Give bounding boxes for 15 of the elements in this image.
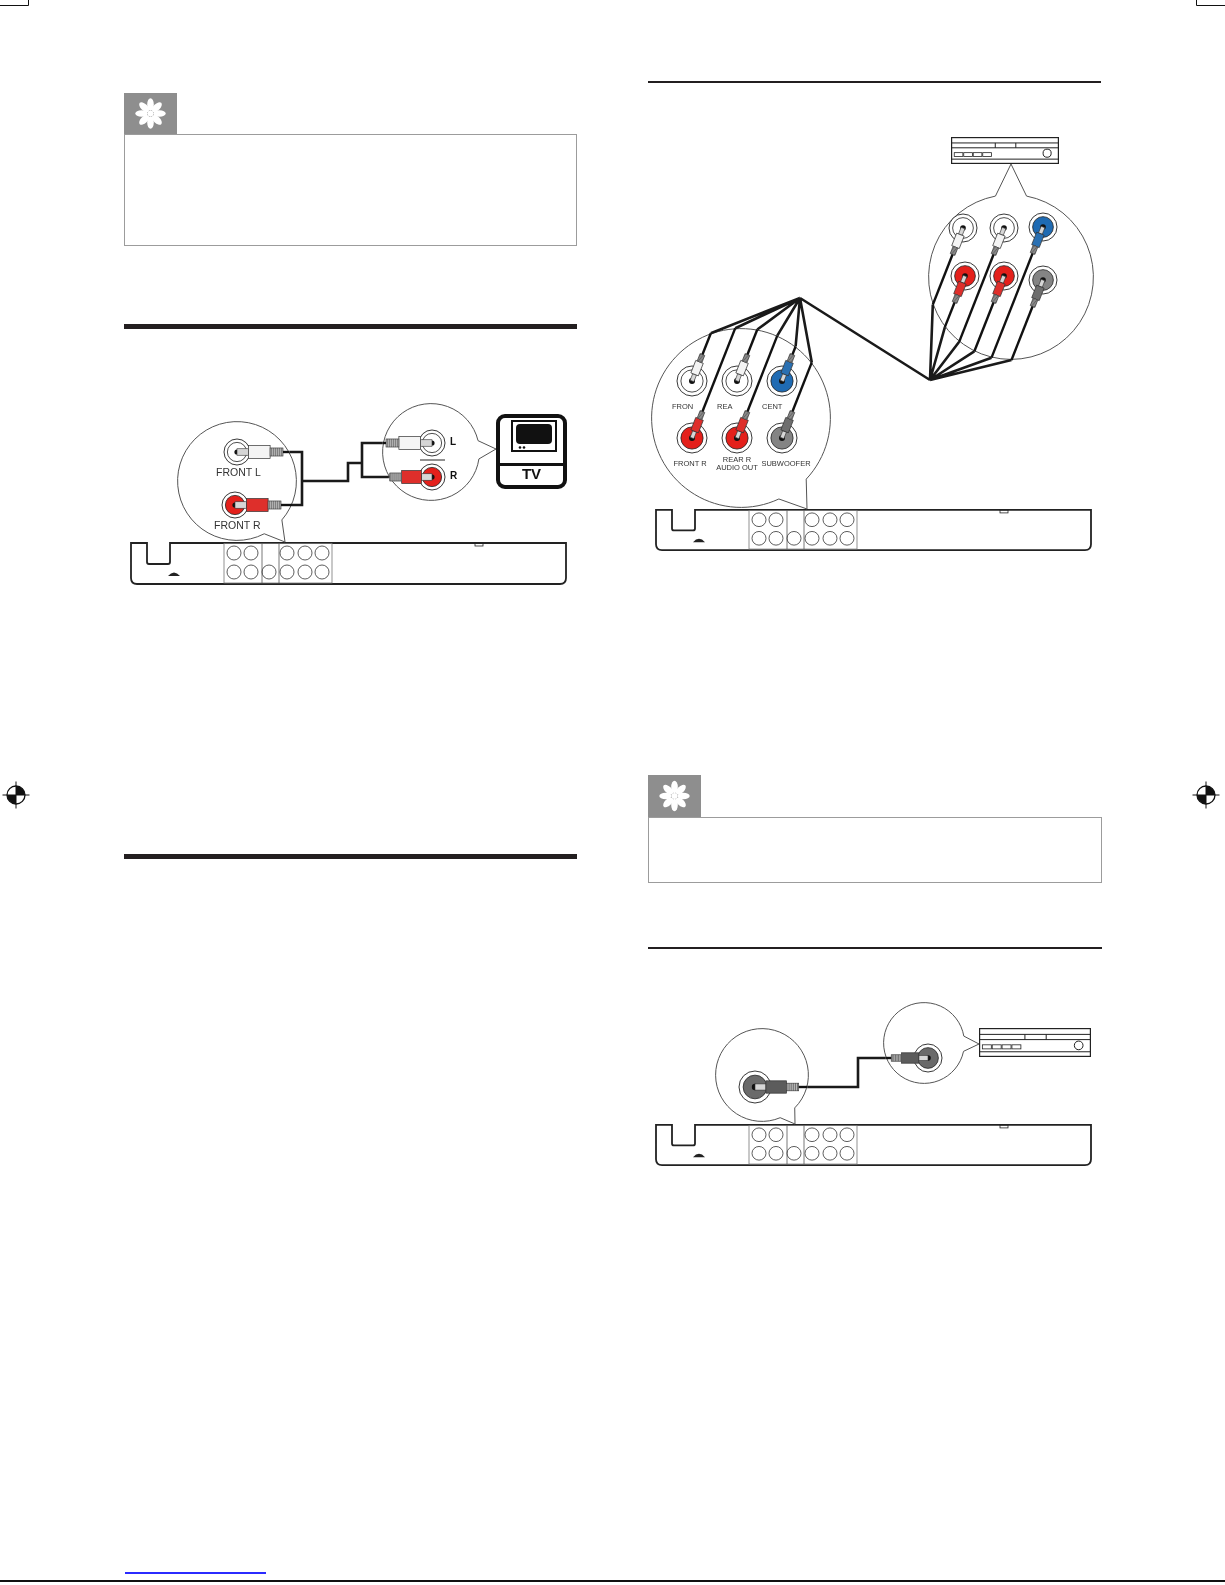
callout-bubble <box>883 1002 979 1084</box>
callout-bubble <box>715 1028 809 1124</box>
jack-label: L <box>450 436 457 447</box>
cable <box>806 1056 888 1089</box>
jack-label: FRONT L <box>216 467 261 479</box>
callout-bubble <box>382 403 496 501</box>
callout-bubble <box>177 421 297 542</box>
cable <box>288 441 391 507</box>
device-label: TV <box>521 466 542 483</box>
cable <box>709 296 1013 382</box>
callout-bubble <box>651 328 831 509</box>
callout-bubble <box>928 164 1094 360</box>
tv-box <box>496 414 567 489</box>
jack-label: FRONT R <box>214 520 261 532</box>
jack-label: R <box>450 470 458 481</box>
